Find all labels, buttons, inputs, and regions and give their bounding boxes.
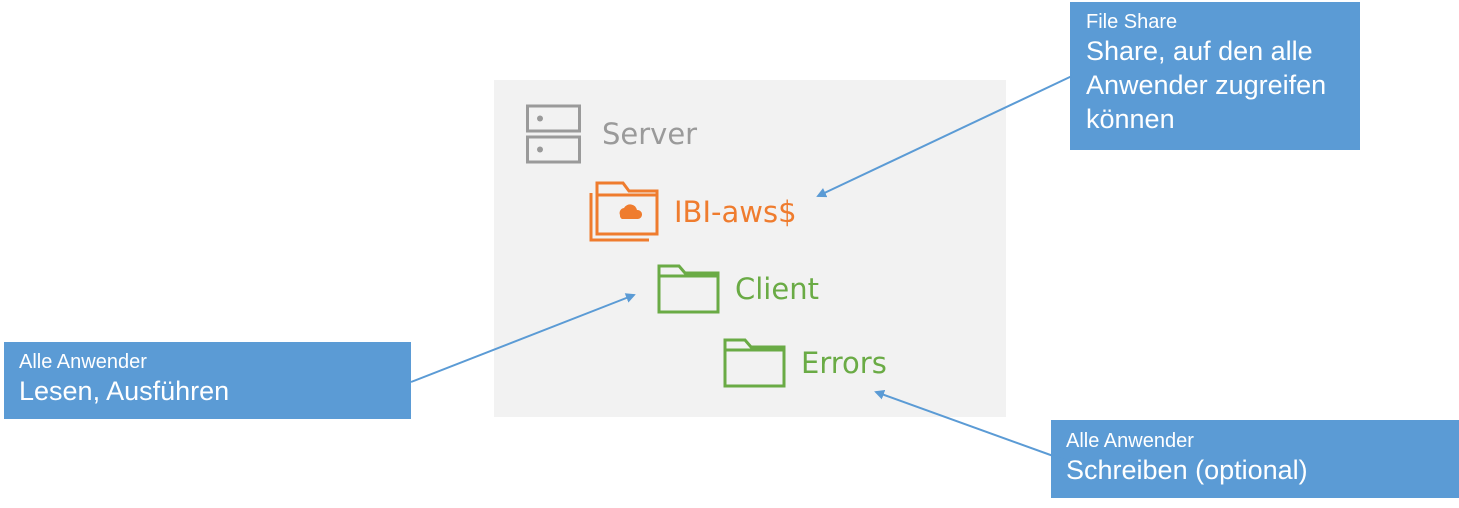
folder-icon xyxy=(723,338,786,388)
file-share-callout-text: Share, auf den alle Anwender zugreifen k… xyxy=(1086,36,1327,134)
file-share-callout-caption: File Share xyxy=(1086,11,1178,33)
errors-folder-node: Errors xyxy=(723,337,887,389)
errors-label: Errors xyxy=(801,346,887,380)
folder-icon xyxy=(657,264,720,314)
client-folder-node: Client xyxy=(657,263,819,315)
arrow-to-share xyxy=(816,75,1073,198)
server-label: Server xyxy=(602,117,698,151)
write-permission-callout: Alle Anwender Schreiben (optional) xyxy=(1051,420,1459,498)
share-label: IBI-aws$ xyxy=(674,195,797,229)
arrow-to-client xyxy=(410,293,636,383)
client-label: Client xyxy=(735,272,819,306)
share-node: IBI-aws$ xyxy=(589,181,797,243)
arrow-to-errors xyxy=(874,390,1071,463)
server-icon xyxy=(526,104,581,164)
read-callout-caption: Alle Anwender xyxy=(19,351,147,373)
read-permission-callout: Alle Anwender Lesen, Ausführen xyxy=(4,342,411,419)
write-callout-text: Schreiben (optional) xyxy=(1066,455,1308,485)
cloud-folder-icon xyxy=(589,181,659,242)
file-share-callout: File Share Share, auf den alle Anwender … xyxy=(1070,2,1360,150)
read-callout-text: Lesen, Ausführen xyxy=(19,376,230,406)
write-callout-caption: Alle Anwender xyxy=(1066,430,1194,452)
server-node: Server xyxy=(526,104,697,164)
